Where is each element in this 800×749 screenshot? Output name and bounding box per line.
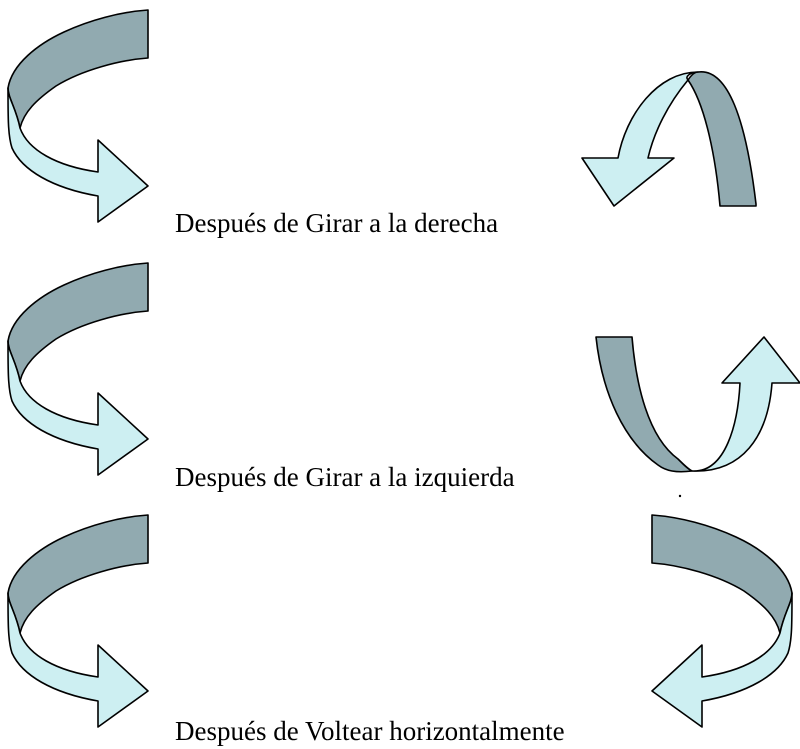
original-arrow-icon	[7, 262, 149, 476]
arrow-band-back	[687, 71, 757, 207]
rotated-right-arrow-icon	[581, 71, 757, 207]
caption-rotate-right: Después de Girar a la derecha	[175, 208, 498, 238]
row-rotate-left: Después de Girar a la izquierda	[7, 262, 800, 498]
caption-rotate-left: Después de Girar a la izquierda	[175, 462, 515, 492]
arrow-band-front	[691, 336, 800, 472]
caption-flip-horizontal: Después de Voltear horizontalmente	[175, 716, 565, 746]
original-arrow-icon	[7, 9, 149, 223]
flipped-horizontal-arrow-icon	[651, 514, 793, 728]
row-flip-horizontal: Después de Voltear horizontalmente	[7, 514, 793, 746]
original-arrow-icon	[7, 514, 149, 728]
rotated-left-arrow-icon	[595, 336, 800, 473]
row-rotate-right: Después de Girar a la derecha	[7, 9, 757, 238]
arrow-band-front	[581, 71, 699, 207]
stray-dot	[678, 494, 682, 498]
arrow-band-back	[595, 336, 693, 473]
